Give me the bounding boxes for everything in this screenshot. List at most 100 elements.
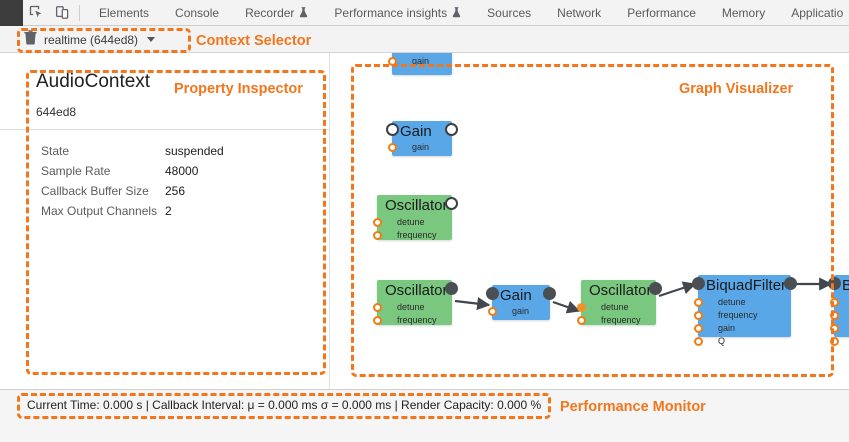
- node-input-port[interactable]: [486, 287, 499, 300]
- audio-param-label: detune: [601, 302, 629, 312]
- tab-network[interactable]: Network: [544, 0, 614, 26]
- node-input-port[interactable]: [828, 277, 841, 290]
- main-area: AudioContext 644ed8 State suspended Samp…: [0, 53, 849, 389]
- experimental-flask-icon: [299, 7, 308, 18]
- tab-sources[interactable]: Sources: [474, 0, 544, 26]
- node-output-port[interactable]: [784, 277, 797, 290]
- annotation-label-graph-visualizer: Graph Visualizer: [679, 81, 794, 97]
- audio-node-title: Gain: [500, 287, 532, 304]
- tab-elements[interactable]: Elements: [86, 0, 162, 26]
- audio-node-title: Oscillator: [385, 197, 448, 214]
- tab-recorder[interactable]: Recorder: [232, 0, 321, 26]
- audio-param-port[interactable]: [830, 337, 839, 346]
- audio-param-label: gain: [718, 323, 736, 333]
- audio-param[interactable]: frequency: [387, 314, 437, 327]
- property-row: Sample Rate 48000: [41, 161, 224, 181]
- audio-node-title: Oscillator: [385, 282, 448, 299]
- property-table: State suspended Sample Rate 48000 Callba…: [41, 141, 224, 221]
- audio-param-port[interactable]: [577, 303, 586, 312]
- tab-performance-insights[interactable]: Performance insights: [321, 0, 474, 26]
- annotation-label-performance-monitor: Performance Monitor: [560, 399, 706, 415]
- node-output-port[interactable]: [543, 287, 556, 300]
- audio-node-gain[interactable]: Gain gain: [386, 121, 458, 156]
- audio-param[interactable]: gain: [708, 322, 758, 335]
- audio-node-oscillator[interactable]: Oscillator detune frequency: [373, 195, 458, 242]
- property-row: State suspended: [41, 141, 224, 161]
- audio-param-port[interactable]: [373, 303, 382, 312]
- audio-param-label: Q: [718, 336, 726, 346]
- audio-param[interactable]: de: [844, 296, 849, 309]
- audio-param[interactable]: frequency: [708, 309, 758, 322]
- audio-param[interactable]: Q: [708, 335, 758, 348]
- node-output-port[interactable]: [445, 197, 458, 210]
- audio-param-port[interactable]: [694, 324, 703, 333]
- audio-param-port[interactable]: [694, 337, 703, 346]
- node-output-port[interactable]: [445, 282, 458, 295]
- divider: [0, 129, 329, 130]
- node-output-port[interactable]: [445, 123, 458, 136]
- graph-visualizer-panel[interactable]: Gain gain Gain gain: [331, 53, 849, 389]
- audio-node-title: Gain: [400, 53, 432, 55]
- property-key: Sample Rate: [41, 164, 111, 178]
- tabbar-left-gutter: [0, 0, 23, 26]
- node-output-port[interactable]: [649, 282, 662, 295]
- audio-param[interactable]: ga: [844, 322, 849, 335]
- property-value: 256: [165, 184, 186, 198]
- audio-node-oscillator[interactable]: Oscillator detune frequency: [373, 280, 458, 327]
- node-input-port[interactable]: [692, 277, 705, 290]
- trash-icon[interactable]: [24, 29, 37, 50]
- tab-console[interactable]: Console: [162, 0, 232, 26]
- audio-param[interactable]: detune: [387, 216, 437, 229]
- audio-node-gain[interactable]: Gain gain: [486, 285, 556, 320]
- audio-param-port[interactable]: [373, 218, 382, 227]
- audio-node-biquadfilter[interactable]: B de fr ga Q: [828, 275, 849, 346]
- audio-param-port[interactable]: [488, 307, 497, 316]
- inspect-element-icon[interactable]: [23, 0, 49, 26]
- audio-param-label: gain: [512, 306, 530, 316]
- audio-param[interactable]: gain: [402, 141, 429, 154]
- audio-param-port[interactable]: [830, 311, 839, 320]
- performance-monitor-bar: [0, 389, 849, 442]
- property-value: suspended: [165, 144, 224, 158]
- property-key: Callback Buffer Size: [41, 184, 149, 198]
- audio-param[interactable]: Q: [844, 335, 849, 348]
- property-row: Callback Buffer Size 256: [41, 181, 224, 201]
- audio-param[interactable]: detune: [591, 301, 641, 314]
- tab-label: Performance insights: [334, 5, 448, 20]
- tab-application[interactable]: Applicatio: [778, 0, 849, 26]
- tab-label: Console: [175, 5, 220, 20]
- audio-node-title: BiquadFilter: [706, 277, 787, 294]
- audio-node-gain[interactable]: Gain gain: [388, 53, 452, 75]
- audio-param-port[interactable]: [694, 298, 703, 307]
- tab-label: Network: [557, 5, 602, 20]
- device-toolbar-icon[interactable]: [49, 0, 75, 26]
- node-input-port[interactable]: [386, 123, 399, 136]
- tab-performance[interactable]: Performance: [614, 0, 709, 26]
- audio-param-port[interactable]: [373, 231, 382, 240]
- audio-param-port[interactable]: [830, 324, 839, 333]
- context-selector-value: realtime (644ed8): [44, 32, 139, 47]
- audio-param[interactable]: gain: [502, 305, 529, 318]
- audio-param[interactable]: fr: [844, 309, 849, 322]
- audio-node-oscillator[interactable]: Oscillator detune frequency: [577, 280, 662, 327]
- chevron-down-icon[interactable]: [147, 37, 156, 42]
- audio-param[interactable]: frequency: [387, 229, 437, 242]
- graph-edges: [454, 277, 833, 314]
- devtools-tabbar: Elements Console Recorder Performance in…: [0, 0, 849, 26]
- audio-param-port[interactable]: [373, 316, 382, 325]
- audio-param[interactable]: detune: [387, 301, 437, 314]
- audio-param-label: detune: [397, 217, 425, 227]
- audio-param-port[interactable]: [830, 298, 839, 307]
- audio-param-port[interactable]: [577, 316, 586, 325]
- audio-param-port[interactable]: [388, 57, 397, 66]
- audio-param[interactable]: frequency: [591, 314, 641, 327]
- audio-param[interactable]: gain: [402, 55, 429, 68]
- audio-param-port[interactable]: [694, 311, 703, 320]
- audio-param-port[interactable]: [388, 143, 397, 152]
- audio-param[interactable]: detune: [708, 296, 758, 309]
- tab-memory[interactable]: Memory: [709, 0, 778, 26]
- context-id-label: 644ed8: [36, 105, 77, 119]
- audio-node-biquadfilter[interactable]: BiquadFilter detune frequency gain Q: [692, 275, 797, 346]
- context-selector-dropdown[interactable]: realtime (644ed8): [24, 29, 159, 50]
